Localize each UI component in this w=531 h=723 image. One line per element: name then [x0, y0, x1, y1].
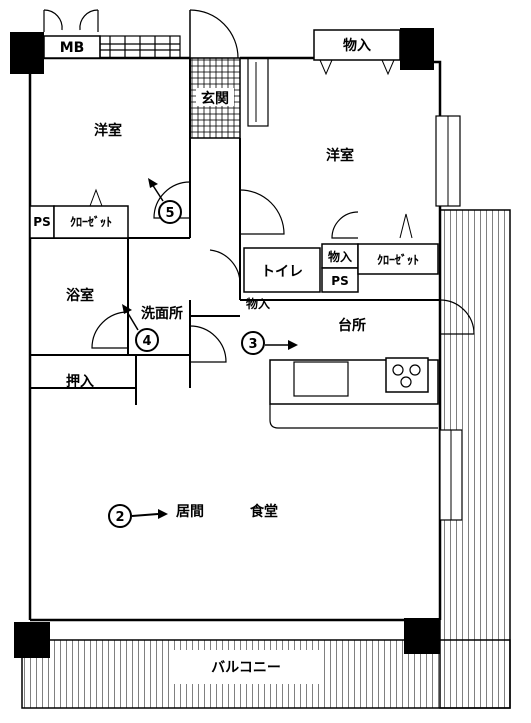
- storage-top: 物入: [313, 29, 401, 76]
- top-window: [99, 35, 181, 59]
- kitchen: 台所: [269, 299, 475, 521]
- storage-hall: 物入: [246, 296, 270, 311]
- ps-mid-label: PS: [331, 274, 348, 288]
- closet-right-label: ｸﾛｰｾﾞｯﾄ: [377, 252, 419, 267]
- western-room-right-label: 洋室: [326, 147, 354, 164]
- service-row: トイレ 物入 PS ｸﾛｰｾﾞｯﾄ: [209, 243, 439, 293]
- bathroom-label: 浴室: [66, 287, 94, 304]
- photo-marker-5-label: 5: [165, 206, 174, 221]
- bathroom: 浴室: [66, 287, 129, 349]
- balcony-area: [21, 209, 511, 709]
- photo-marker-4-label: 4: [142, 334, 151, 349]
- toilet-label: トイレ: [261, 264, 303, 280]
- photo-marker-2-label: 2: [115, 510, 124, 525]
- mb-label: MB: [60, 40, 85, 56]
- photo-marker-3-label: 3: [248, 337, 257, 352]
- mb-box: MB: [43, 35, 101, 59]
- top-door-swing: [43, 9, 99, 32]
- entrance: 玄関: [189, 9, 269, 139]
- structural-columns: [10, 28, 440, 658]
- storage-hall-label: 物入: [246, 296, 270, 311]
- photo-marker-2: 2: [108, 504, 168, 528]
- closet-left-label: ｸﾛｰｾﾞｯﾄ: [70, 214, 112, 229]
- kitchen-label: 台所: [338, 317, 366, 334]
- washroom-label: 洗面所: [141, 305, 183, 322]
- entrance-label: 玄関: [201, 90, 229, 107]
- western-room-right: 洋室: [239, 115, 461, 239]
- living-dining: 居間 食堂: [176, 503, 278, 520]
- washroom: 洗面所: [141, 305, 227, 363]
- oshiire: 押入: [66, 373, 94, 390]
- balcony-label: バルコニー: [211, 660, 281, 676]
- storage-mid-label: 物入: [328, 249, 352, 264]
- living-label: 居間: [176, 504, 204, 520]
- photo-marker-5: 5: [148, 178, 182, 224]
- storage-top-label: 物入: [343, 37, 371, 54]
- photo-marker-4: 4: [122, 304, 159, 352]
- western-room-left: 洋室 PS ｸﾛｰｾﾞｯﾄ: [29, 122, 191, 239]
- western-room-left-label: 洋室: [94, 122, 122, 139]
- ps-left-label: PS: [33, 215, 50, 229]
- photo-marker-3: 3: [241, 331, 298, 355]
- oshiire-label: 押入: [66, 373, 94, 390]
- outer-walls: [28, 56, 442, 622]
- dining-label: 食堂: [250, 503, 278, 520]
